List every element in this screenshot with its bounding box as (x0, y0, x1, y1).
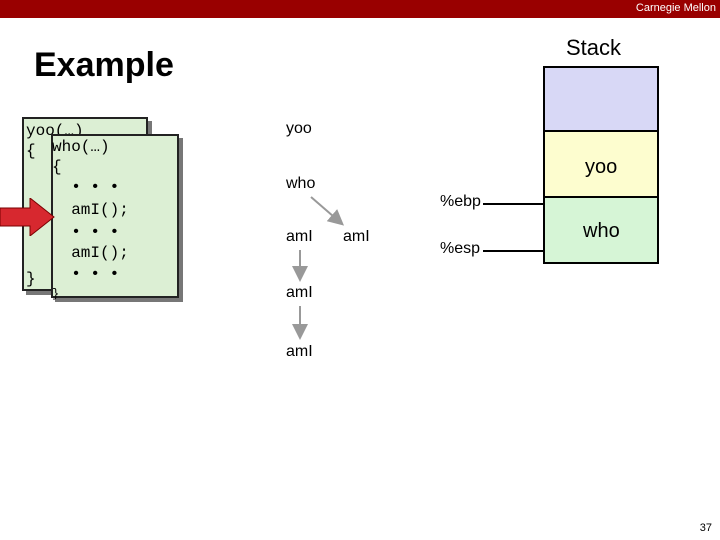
esp-label: %esp (440, 240, 481, 257)
stack-frame-who-label: who (583, 220, 620, 242)
slide-title: Example (34, 46, 174, 84)
brand-label: Carnegie Mellon (635, 2, 716, 14)
who-code-line-close: } (52, 287, 60, 301)
edge-who-ami-2 (310, 196, 345, 226)
who-code-line-4: amI(); (52, 201, 129, 219)
tree-node-ami-4: amI (286, 343, 313, 360)
stack-frame-who: who (543, 196, 659, 264)
tree-node-ami-3: amI (286, 284, 313, 301)
tree-node-who: who (286, 175, 316, 192)
ebp-pointer (483, 203, 543, 205)
stack-title: Stack (566, 35, 622, 60)
who-code-line-5: • • • (52, 223, 120, 241)
stack-frame-yoo: yoo (543, 130, 659, 200)
who-code-line-1: who(…) (52, 138, 110, 156)
stack-frame-top (543, 66, 659, 134)
stack-frame-yoo-label: yoo (585, 156, 618, 178)
tree-node-ami-1: amI (286, 228, 313, 245)
who-code-line-6: amI(); (52, 244, 129, 262)
esp-pointer (483, 250, 543, 252)
who-code-line-2: { (52, 158, 62, 176)
current-line-arrow-icon (0, 198, 55, 236)
who-code-line-3: • • • (52, 178, 120, 196)
who-code-line-7: • • • (52, 265, 120, 283)
page-number: 37 (699, 522, 712, 534)
yoo-code-line-close: } (26, 270, 36, 288)
header-bar: Carnegie Mellon (0, 0, 720, 18)
ebp-label: %ebp (440, 193, 481, 210)
tree-node-yoo: yoo (286, 120, 312, 137)
tree-node-ami-2: amI (343, 228, 370, 245)
yoo-code-line-2: { (26, 142, 36, 160)
